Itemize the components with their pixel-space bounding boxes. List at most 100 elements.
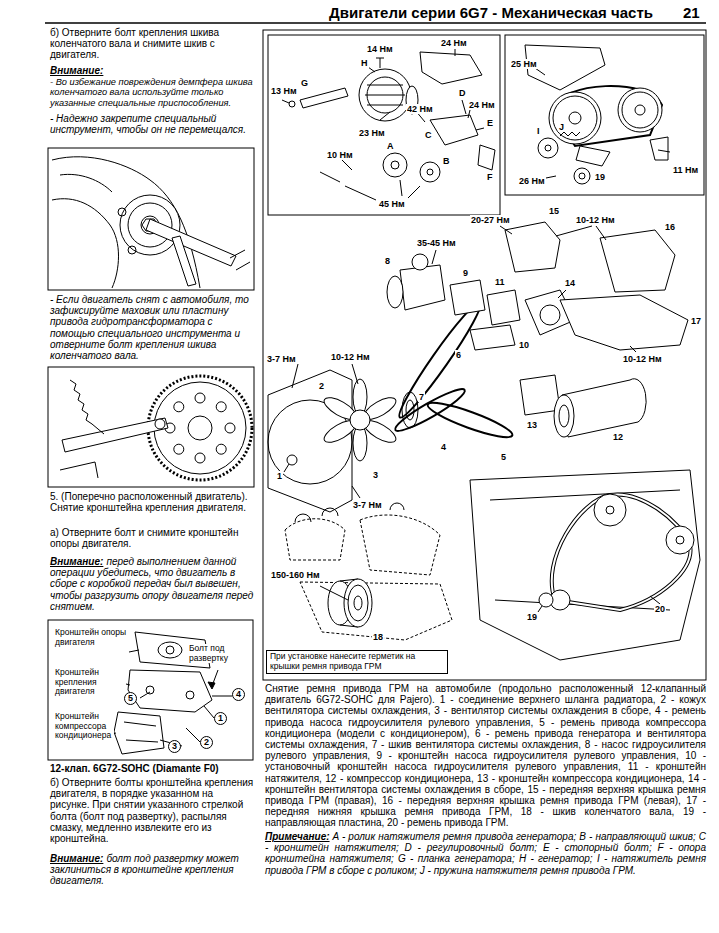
generator-bracket-figure [365, 85, 405, 105]
label-text: 12-клап. 6G72-SOHC (Diamante F0) [50, 763, 219, 774]
text-block: 21 [683, 4, 700, 21]
label-text: 16 [665, 222, 675, 232]
belt-drive-exploded-view [350, 410, 370, 430]
text-block: Внимание: [50, 65, 255, 76]
crank-pulley-tool-figure [128, 246, 136, 254]
callout-label: 2 [318, 381, 325, 391]
generator-bracket-figure [462, 100, 466, 114]
timing-tensioner-figure [545, 145, 551, 151]
generator-bracket-figure [383, 153, 407, 177]
label-text: 4 [441, 442, 446, 452]
timing-tensioner-figure [618, 88, 662, 132]
label-text: 11 Нм [673, 165, 698, 175]
label-text: 23 Нм [359, 128, 385, 138]
timing-tensioner-figure [546, 176, 556, 178]
belt-drive-exploded-view [505, 222, 560, 272]
text-block: а) Отверните болт и снимите кронштейн оп… [50, 527, 255, 549]
timing-cover-engine-view [295, 503, 404, 522]
engine-mount-figure [128, 670, 212, 712]
label-text: 13 Нм [271, 86, 297, 96]
timing-cover-engine-view [666, 526, 694, 554]
callout-label: 10 [518, 340, 530, 350]
crank-pulley-tool-figure [52, 157, 200, 288]
part-label: Болт под развертку [188, 644, 252, 663]
engine-mount-figure [208, 682, 215, 689]
callout-label: 20 [654, 604, 666, 614]
label-text: C [425, 130, 432, 140]
label-text: G [301, 78, 308, 88]
callout-label: 150-160 Нм [270, 570, 321, 580]
belt-drive-exploded-view [554, 395, 574, 437]
callout-label: 14 Нм [366, 44, 394, 54]
engine-mount-figure [158, 642, 182, 658]
flywheel-figure [62, 418, 168, 452]
label-text: 21 [683, 4, 700, 21]
crank-pulley-tool-figure [118, 208, 126, 216]
callout-label: 11 [494, 277, 506, 287]
generator-bracket-figure [268, 35, 500, 215]
label-text: 11 [495, 277, 505, 287]
callout-label: 13 [526, 420, 538, 430]
node-text: 2 [204, 737, 209, 747]
callout-label: 10-12 Нм [622, 354, 663, 364]
generator-bracket-figure [420, 162, 440, 182]
callout-circle: 2 [200, 736, 213, 749]
label-text: б) Отверните болты кронштейна крепления … [50, 777, 253, 844]
node-text: 1 [218, 713, 223, 723]
node-text: При установке нанесите герметик на крышк… [270, 651, 415, 671]
callout-label: 3 [372, 470, 379, 480]
callout-label: 6 [455, 350, 462, 360]
text-block: 5. (Поперечно расположенный двигатель). … [50, 491, 255, 513]
timing-tensioner-figure [505, 35, 704, 195]
timing-tensioner-figure [505, 35, 704, 195]
engine-mount-figure [124, 722, 158, 742]
callout-label: 24 Нм [468, 100, 496, 110]
label-text: 20-27 Нм [471, 215, 510, 225]
generator-bracket-figure [300, 88, 348, 108]
node-text: 5 [128, 693, 133, 703]
generator-bracket-figure [380, 112, 390, 120]
timing-tensioner-figure [538, 138, 558, 158]
belt-drive-exploded-view [352, 486, 360, 498]
label-text: Кронштейн компрессора кондиционера [55, 711, 111, 740]
belt-drive-exploded-view [450, 280, 485, 315]
label-text: 17 [691, 316, 701, 326]
label-text: Внимание: [50, 556, 103, 567]
label-text: 14 [565, 278, 575, 288]
callout-label: G [300, 78, 309, 88]
text-block: 12-клап. 6G72-SOHC (Diamante F0) [50, 763, 255, 774]
belt-drive-exploded-view [559, 405, 569, 427]
callout-label: 19 [594, 172, 606, 182]
belt-drive-exploded-view [400, 265, 445, 310]
part-label: Кронштейн опоры двигателя [54, 628, 128, 647]
callout-label: 10-12 Нм [575, 215, 616, 225]
generator-bracket-figure [427, 169, 433, 175]
generator-bracket-figure [342, 160, 352, 170]
label-text: B [443, 156, 450, 166]
timing-tensioner-figure [553, 96, 597, 140]
callout-label: 16 [664, 222, 676, 232]
label-text: 7 [419, 392, 424, 402]
label-text: Внимание: [50, 853, 103, 864]
callout-circle: 3 [168, 740, 181, 753]
belt-drive-exploded-view [352, 364, 358, 384]
timing-cover-engine-view [594, 494, 626, 526]
label-text: 1 [277, 471, 282, 481]
belt-drive-exploded-view [487, 290, 520, 325]
label-text: 20 [655, 604, 665, 614]
label-text: 10-12 Нм [623, 354, 662, 364]
belt-drive-exploded-view [520, 375, 560, 415]
callout-label: 24 Нм [440, 38, 468, 48]
belt-drive-exploded-view [268, 370, 352, 512]
label-text: 3-7 Нм [353, 500, 382, 510]
flywheel-figure [188, 416, 212, 440]
timing-cover-engine-view [552, 494, 691, 610]
belt-drive-exploded-view [540, 305, 560, 325]
label-text: 5 [501, 452, 506, 462]
timing-cover-engine-view [538, 596, 660, 612]
label-text: 25 Нм [511, 59, 537, 69]
text-block: - Надежно закрепите специальный инструме… [50, 113, 255, 135]
generator-bracket-figure [430, 115, 478, 145]
belt-drive-exploded-view [470, 325, 515, 350]
text-block: Внимание:перед выполнением данной операц… [50, 556, 255, 612]
